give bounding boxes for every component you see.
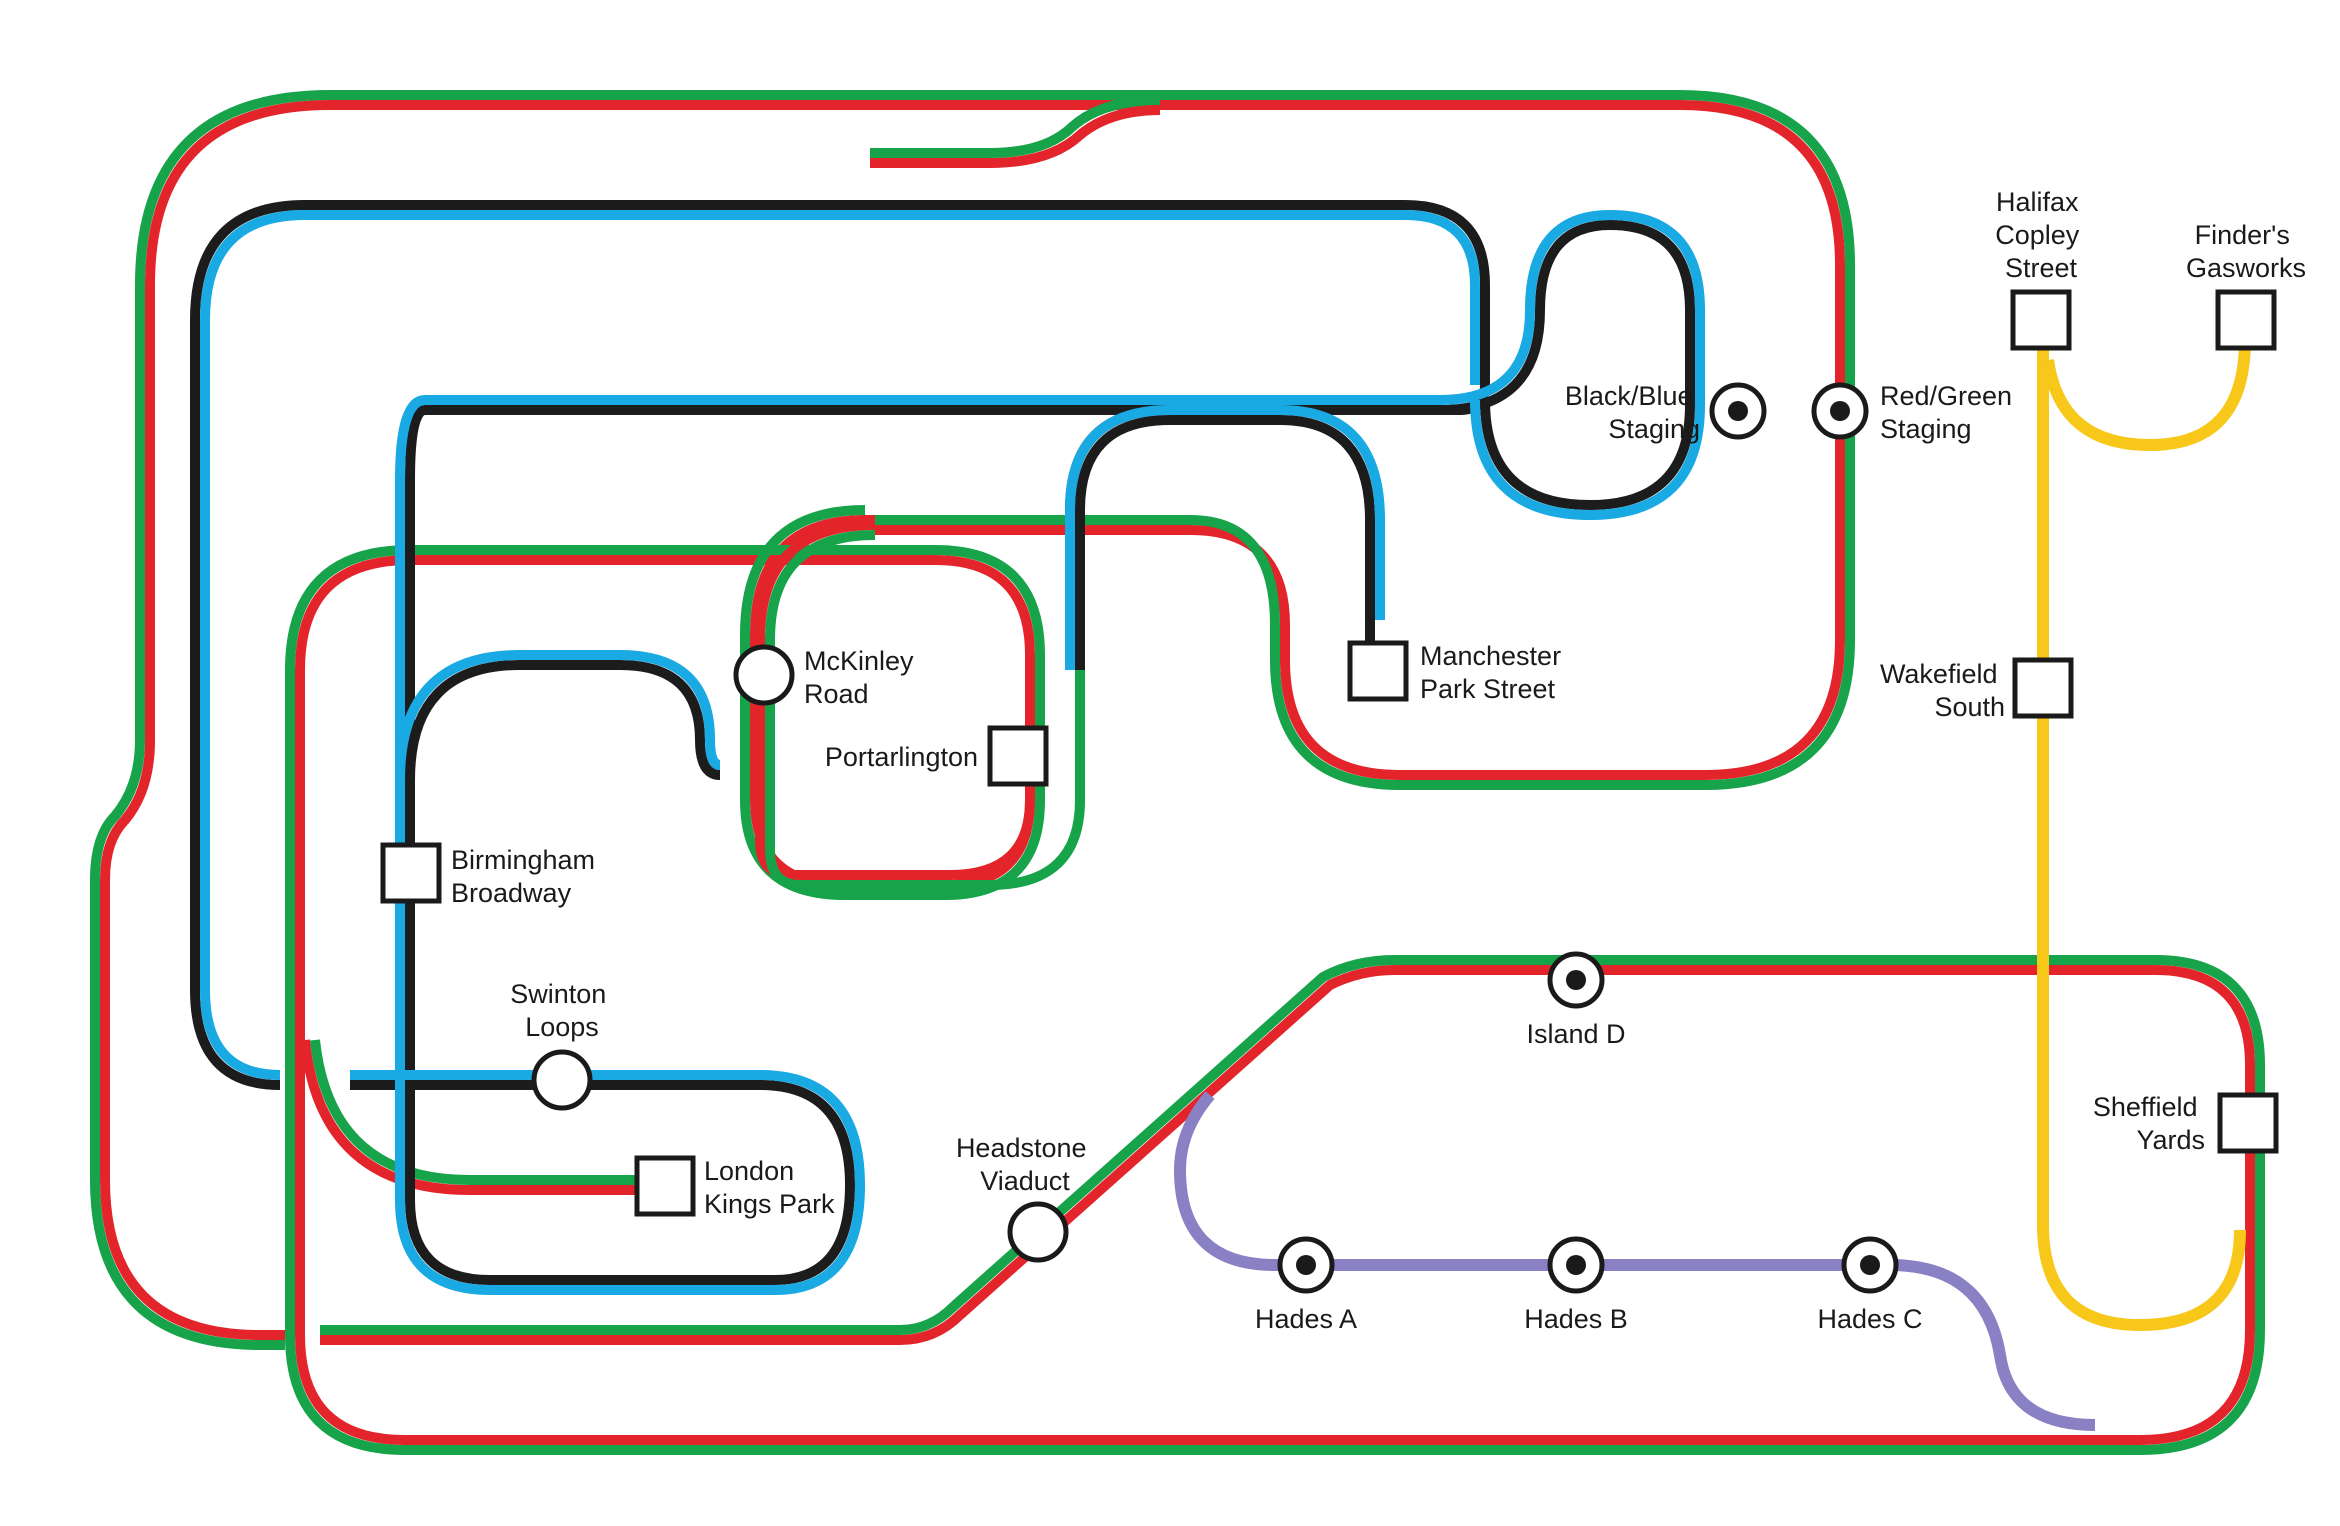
- red-portarlington-loop: [755, 520, 1035, 880]
- manchester-station-label: Manchester Park Street: [1420, 641, 1569, 704]
- swinton-station-label: Swinton Loops: [510, 979, 614, 1042]
- mckinley-station-label: McKinley Road: [804, 646, 921, 709]
- island-d-station-label: Island D: [1526, 1019, 1625, 1049]
- headstone-station-marker[interactable]: [1007, 1201, 1069, 1263]
- swinton-station-marker[interactable]: [531, 1049, 593, 1111]
- red-outer-loop: [100, 100, 1845, 1340]
- black-manchester-branch: [1075, 415, 1375, 670]
- black-blue-line: [190, 200, 1705, 1295]
- hades-c-station-dot: [1860, 1255, 1880, 1275]
- black-blue-staging-dot: [1728, 401, 1748, 421]
- wakefield-station-marker[interactable]: [2012, 657, 2074, 719]
- manchester-station-marker[interactable]: [1347, 640, 1409, 702]
- finders-station-label: Finder's Gasworks: [2186, 220, 2306, 283]
- sheffield-station-marker[interactable]: [2217, 1092, 2279, 1154]
- blue-staging-loop: [350, 210, 1705, 1295]
- london-station-label: London Kings Park: [704, 1156, 835, 1219]
- green-london-siding: [310, 1039, 665, 1185]
- birmingham-station-marker[interactable]: [380, 842, 442, 904]
- green-portarlington-loop: [765, 530, 1085, 890]
- blue-manchester-branch: [1065, 405, 1385, 670]
- london-station-marker[interactable]: [634, 1155, 696, 1217]
- yellow-trunk: [2037, 340, 2246, 1331]
- halifax-station-marker[interactable]: [2010, 289, 2072, 351]
- red-london-siding: [300, 1039, 665, 1195]
- black-staging-loop: [350, 220, 1695, 1285]
- hades-b-station-label: Hades B: [1524, 1304, 1628, 1334]
- black-birmingham-loop: [405, 660, 721, 781]
- hades-c-station-label: Hades C: [1817, 1304, 1922, 1334]
- portarlington-station-marker[interactable]: [987, 725, 1049, 787]
- island-d-station-dot: [1566, 970, 1586, 990]
- stations: Halifax Copley Street Finder's Gasworks …: [380, 187, 2306, 1334]
- halifax-station-label: Halifax Copley Street: [1995, 187, 2087, 283]
- mckinley-station-marker[interactable]: [733, 644, 795, 706]
- hades-b-station-dot: [1566, 1255, 1586, 1275]
- red-upper-branch: [870, 105, 1161, 168]
- red-inner-loop: [295, 515, 2255, 1445]
- hades-a-station-dot: [1296, 1255, 1316, 1275]
- yellow-finders-spur: [2042, 339, 2251, 451]
- sheffield-station-label: Sheffield Yards: [2093, 1092, 2205, 1155]
- headstone-station-label: Headstone Viaduct: [956, 1133, 1094, 1196]
- green-upper-branch: [870, 95, 1161, 158]
- blue-birmingham-loop: [395, 650, 721, 781]
- portarlington-station-label: Portarlington: [825, 742, 978, 772]
- green-outer-loop: [90, 90, 1855, 1350]
- hades-a-station-label: Hades A: [1255, 1304, 1357, 1334]
- yellow-line: [2037, 339, 2251, 1331]
- red-green-staging-dot: [1830, 401, 1850, 421]
- red-green-line: [90, 90, 2265, 1455]
- blue-main-loop: [200, 210, 1480, 1080]
- black-blue-staging-label: Black/Blue Staging: [1565, 381, 1700, 444]
- black-main-loop: [190, 200, 1490, 1090]
- birmingham-station-label: Birmingham Broadway: [451, 845, 603, 908]
- red-green-staging-label: Red/Green Staging: [1880, 381, 2020, 444]
- wakefield-station-label: Wakefield South: [1880, 659, 2005, 722]
- finders-station-marker[interactable]: [2215, 289, 2277, 351]
